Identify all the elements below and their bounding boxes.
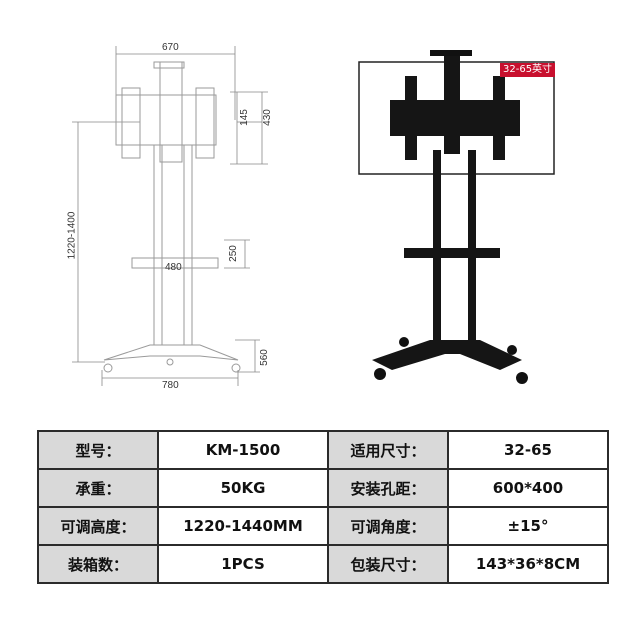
- spec-label: 包装尺寸：: [327, 544, 449, 584]
- dim-shelf-width: 480: [165, 262, 182, 273]
- dim-shelf-height: 250: [227, 245, 239, 262]
- product-figure: 670 145 430 1220-1400 480 250 560 780 32…: [66, 42, 556, 391]
- spec-value: 1PCS: [157, 544, 329, 584]
- table-row: 承重： 50KG 安装孔距： 600*400: [37, 468, 609, 508]
- spec-label: 可调高度：: [37, 506, 159, 546]
- table-row: 装箱数： 1PCS 包装尺寸： 143*36*8CM: [37, 544, 609, 584]
- spec-label: 安装孔距：: [327, 468, 449, 508]
- spec-value: 50KG: [157, 468, 329, 508]
- spec-value: ±15°: [447, 506, 609, 546]
- spec-table: 型号： KM-1500 适用尺寸： 32-65 承重： 50KG 安装孔距： 6…: [37, 430, 609, 584]
- spec-label: 型号：: [37, 430, 159, 470]
- spec-value: 1220-1440MM: [157, 506, 329, 546]
- dim-mount-height: 145: [238, 109, 250, 126]
- tv-stand-photo: [358, 50, 555, 384]
- spec-label: 承重：: [37, 468, 159, 508]
- spec-value: 32-65: [447, 430, 609, 470]
- spec-value: 143*36*8CM: [447, 544, 609, 584]
- dim-height-range: 1220-1400: [66, 211, 78, 260]
- table-row: 型号： KM-1500 适用尺寸： 32-65: [37, 430, 609, 470]
- dim-base-width: 780: [162, 380, 179, 391]
- dimension-drawing: [72, 46, 555, 386]
- table-row: 可调高度： 1220-1440MM 可调角度： ±15°: [37, 506, 609, 546]
- spec-label: 可调角度：: [327, 506, 449, 546]
- spec-label: 装箱数：: [37, 544, 159, 584]
- dim-top-width: 670: [162, 42, 179, 53]
- dim-base-height: 560: [258, 349, 270, 366]
- spec-value: 600*400: [447, 468, 609, 508]
- spec-label: 适用尺寸：: [327, 430, 449, 470]
- spec-value: KM-1500: [157, 430, 329, 470]
- size-badge: 32-65英寸: [500, 63, 556, 77]
- dim-overall-mount: 430: [261, 109, 273, 126]
